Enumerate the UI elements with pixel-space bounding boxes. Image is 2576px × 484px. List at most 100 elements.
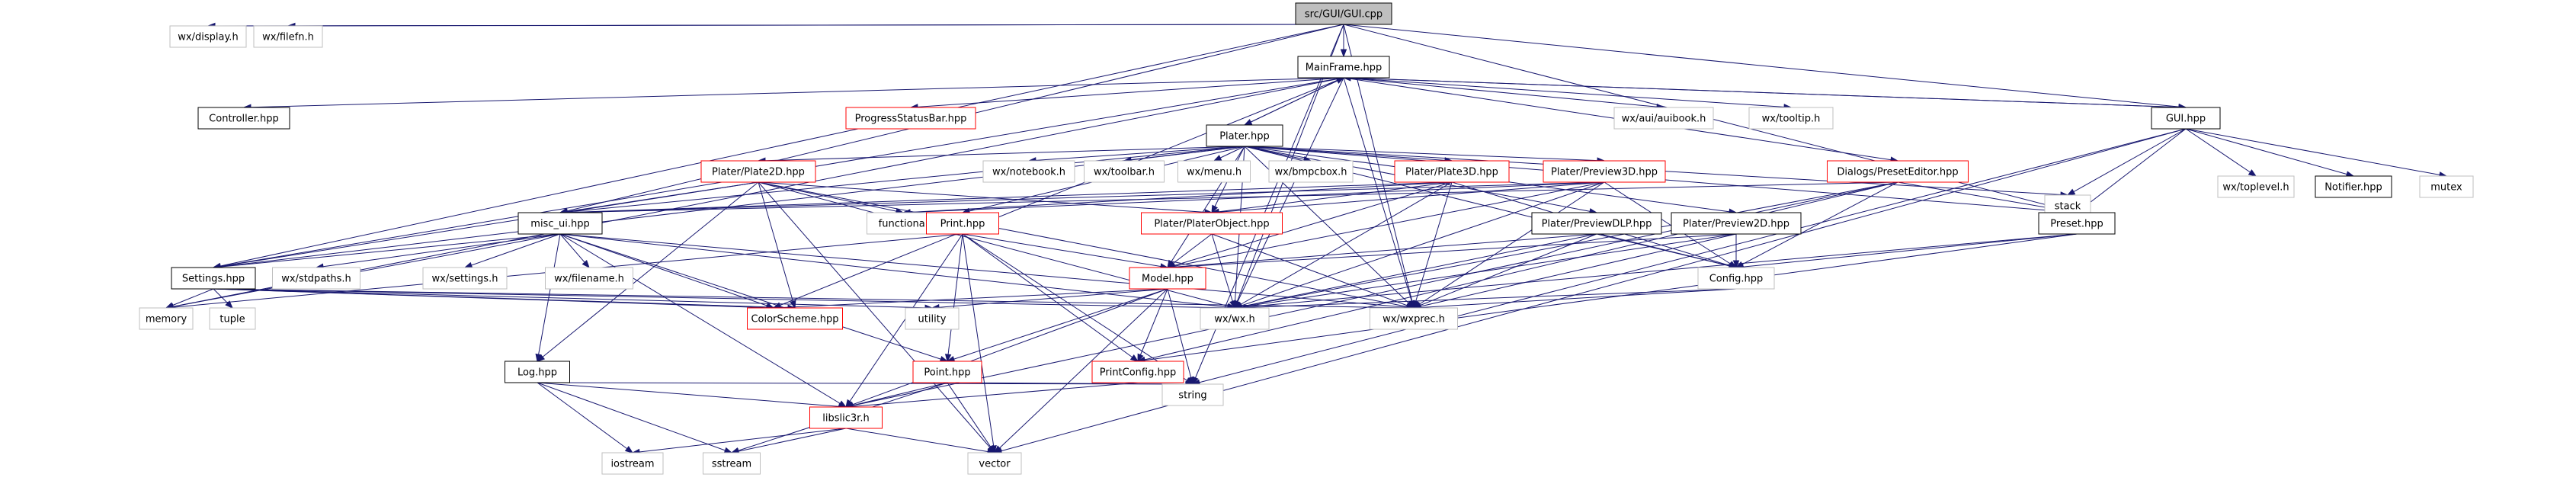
node-point[interactable]: Point.hpp	[912, 361, 982, 383]
node-label-point: Point.hpp	[924, 367, 970, 379]
node-box-gui_hpp	[2151, 107, 2221, 130]
node-label-stack: stack	[2055, 201, 2081, 213]
node-box-preview2d	[1671, 212, 1802, 235]
node-box-memory	[139, 307, 194, 330]
node-plater[interactable]: Plater.hpp	[1206, 124, 1283, 147]
node-log[interactable]: Log.hpp	[505, 361, 570, 383]
edge-mainframe-to-wx_wx	[1234, 77, 1344, 309]
node-box-print	[926, 212, 999, 235]
node-box-model	[1129, 267, 1206, 290]
node-box-wx_menu	[1177, 160, 1251, 183]
node-label-wx_display: wx/display.h	[178, 32, 238, 43]
edge-mainframe-to-controller	[243, 77, 1344, 108]
node-layer: src/GUI/GUI.cpp wx/display.h wx/filefn.hMa…	[139, 2, 2474, 475]
edge-plater-to-misc_ui	[559, 146, 1245, 213]
edge-mainframe-to-wx_aui	[1343, 77, 1664, 108]
node-box-notifier	[2315, 175, 2392, 198]
node-label-platerobject: Plater/PlaterObject.hpp	[1154, 219, 1269, 230]
node-iostream: iostream	[601, 452, 664, 475]
node-preseteditor[interactable]: Dialogs/PresetEditor.hpp	[1827, 160, 1969, 183]
node-libslic3r[interactable]: libslic3r.h	[809, 406, 883, 429]
edge-misc_ui-to-memory	[165, 233, 561, 309]
node-wx_filefn: wx/filefn.h	[253, 25, 323, 48]
node-box-log	[505, 361, 570, 383]
edge-model-to-map	[773, 288, 1168, 309]
node-box-wx_wxprec	[1370, 307, 1458, 330]
node-notifier[interactable]: Notifier.hpp	[2315, 175, 2392, 198]
node-label-progressbar: ProgressStatusBar.hpp	[855, 114, 967, 125]
edge-model-to-printconfig	[1137, 288, 1168, 362]
node-gui_cpp[interactable]: src/GUI/GUI.cpp	[1295, 2, 1392, 25]
edge-arrowhead-gui_hpp-to-wx_toplevel	[2248, 169, 2257, 177]
edge-print-to-model	[962, 233, 1168, 268]
node-settings[interactable]: Settings.hpp	[171, 267, 256, 290]
node-preview3d[interactable]: Plater/Preview3D.hpp	[1543, 160, 1666, 183]
node-vector: vector	[967, 452, 1022, 475]
node-box-mainframe	[1297, 56, 1390, 79]
edge-log-to-libslic3r	[537, 382, 847, 408]
edge-config-to-wx_wx	[1234, 288, 1737, 309]
node-wx_wx: wx/wx.h	[1200, 307, 1270, 330]
node-label-notifier: Notifier.hpp	[2324, 182, 2382, 194]
edge-preview2d-to-wx_wx	[1234, 233, 1737, 309]
edge-preview2d-to-model	[1167, 233, 1737, 268]
edge-platerobject-to-wx_wxprec	[1211, 233, 1415, 309]
node-label-memory: memory	[146, 314, 187, 325]
node-box-vector	[967, 452, 1022, 475]
node-platerobject[interactable]: Plater/PlaterObject.hpp	[1141, 212, 1283, 235]
node-preset[interactable]: Preset.hpp	[2038, 212, 2116, 235]
node-wx_toolbar: wx/toolbar.h	[1084, 160, 1165, 183]
node-gui_hpp[interactable]: GUI.hpp	[2151, 107, 2221, 130]
edge-plater-to-plate2d	[758, 146, 1245, 162]
node-label-wx_notebook: wx/notebook.h	[992, 167, 1065, 178]
edge-plater-to-wx_notebook	[1028, 146, 1245, 162]
edge-plate2d-to-vector	[758, 181, 995, 454]
edge-gui_hpp-to-mainframe	[1343, 77, 2187, 108]
node-label-mutex: mutex	[2430, 182, 2462, 194]
node-label-wx_tooltip: wx/tooltip.h	[1762, 114, 1821, 125]
node-label-preseteditor: Dialogs/PresetEditor.hpp	[1837, 167, 1958, 178]
node-model[interactable]: Model.hpp	[1129, 267, 1206, 290]
node-plate2d[interactable]: Plater/Plate2D.hpp	[700, 160, 816, 183]
edge-gui_hpp-to-mutex	[2185, 128, 2447, 177]
node-box-plate3d	[1394, 160, 1510, 183]
edge-print-to-point	[947, 233, 963, 362]
node-plate3d[interactable]: Plater/Plate3D.hpp	[1394, 160, 1510, 183]
node-wx_display: wx/display.h	[169, 25, 247, 48]
node-controller[interactable]: Controller.hpp	[197, 107, 290, 130]
edge-plate2d-to-wx_wxprec	[758, 181, 1415, 309]
node-previewdlp[interactable]: Plater/PreviewDLP.hpp	[1531, 212, 1662, 235]
edge-previewdlp-to-config	[1596, 233, 1737, 268]
node-box-wx_wx	[1200, 307, 1270, 330]
edge-plate3d-to-platerobject	[1211, 181, 1453, 213]
node-label-functional: functional	[879, 219, 928, 230]
node-label-wx_bmpcbox: wx/bmpcbox.h	[1275, 167, 1347, 178]
edge-previewdlp-to-wx_wx	[1234, 233, 1597, 309]
node-preview2d[interactable]: Plater/Preview2D.hpp	[1671, 212, 1802, 235]
node-wx_menu: wx/menu.h	[1177, 160, 1251, 183]
edge-arrowhead-gui_cpp-to-mainframe	[1340, 49, 1347, 58]
node-printconfig[interactable]: PrintConfig.hpp	[1091, 361, 1184, 383]
edge-misc_ui-to-wx_filename	[559, 233, 590, 268]
edge-plate2d-to-colorscheme	[758, 181, 796, 309]
node-progressbar[interactable]: ProgressStatusBar.hpp	[845, 107, 976, 130]
edge-preset-to-printconfig	[1137, 233, 2078, 362]
edge-misc_ui-to-wx_wxprec	[559, 233, 1415, 309]
node-label-wx_filefn: wx/filefn.h	[262, 32, 314, 43]
edge-gui_hpp-to-preset	[2076, 128, 2187, 213]
edge-misc_ui-to-wx_stdpaths	[316, 233, 561, 268]
node-print[interactable]: Print.hpp	[926, 212, 999, 235]
edge-arrowhead-gui_hpp-to-stack	[2066, 188, 2076, 196]
node-misc_ui[interactable]: misc_ui.hpp	[517, 212, 603, 235]
edge-libslic3r-to-iostream	[632, 428, 847, 454]
node-colorscheme[interactable]: ColorScheme.hpp	[747, 307, 843, 330]
edge-print-to-printconfig	[962, 233, 1139, 362]
edge-arrowhead-log-to-iostream	[624, 445, 634, 454]
edge-misc_ui-to-wx_settings	[464, 233, 561, 268]
edge-platerobject-to-wx_wx	[1211, 233, 1235, 309]
edge-preview3d-to-misc_ui	[559, 181, 1605, 213]
node-mainframe[interactable]: MainFrame.hpp	[1297, 56, 1390, 79]
edge-preview3d-to-model	[1167, 181, 1605, 268]
edge-plater-to-preview3d	[1244, 146, 1605, 162]
